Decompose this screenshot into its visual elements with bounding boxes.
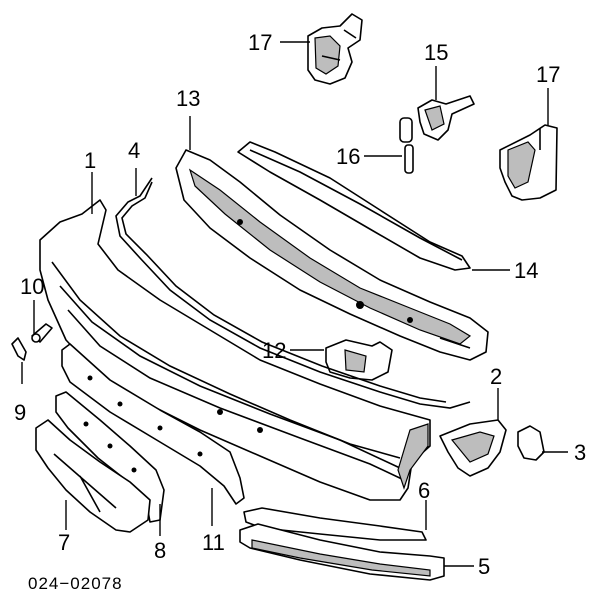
label-7: 7 xyxy=(58,530,71,555)
label-3: 3 xyxy=(574,440,587,465)
label-17-right: 17 xyxy=(536,62,561,87)
part-2-side-bracket xyxy=(439,419,507,477)
part-1-bumper-cover xyxy=(39,199,431,501)
label-4: 4 xyxy=(128,138,141,163)
part-4-trim-strip xyxy=(115,177,471,409)
part-10-screw xyxy=(31,323,53,343)
part-17-top-bracket xyxy=(307,13,363,85)
part-5-spoiler xyxy=(239,523,445,581)
label-12: 12 xyxy=(262,338,287,363)
label-17-top: 17 xyxy=(248,30,273,55)
part-17-right-bracket xyxy=(499,124,558,201)
label-5: 5 xyxy=(478,554,491,579)
label-16: 16 xyxy=(336,144,361,169)
label-6: 6 xyxy=(418,478,431,503)
label-11: 11 xyxy=(202,530,225,555)
part-3-clip xyxy=(517,425,545,461)
part-14-upper-cover xyxy=(237,141,471,271)
part-12-bracket xyxy=(325,339,393,381)
label-15: 15 xyxy=(424,40,449,65)
label-14: 14 xyxy=(514,258,539,283)
part-7-plate-base xyxy=(35,419,151,533)
label-1: 1 xyxy=(84,148,97,173)
part-9-clip xyxy=(11,337,27,361)
label-10: 10 xyxy=(20,274,45,299)
part-15-tow-eye-bracket xyxy=(399,95,475,143)
leader-lines xyxy=(21,41,568,567)
figure-code: 024−02078 xyxy=(28,574,123,593)
label-8: 8 xyxy=(154,538,167,563)
part-13-reinforcement xyxy=(175,149,489,361)
label-2: 2 xyxy=(490,364,503,389)
label-9: 9 xyxy=(14,400,27,425)
part-11-lower-strip xyxy=(61,343,245,505)
part-16-pin xyxy=(404,144,414,174)
label-13: 13 xyxy=(176,86,201,111)
